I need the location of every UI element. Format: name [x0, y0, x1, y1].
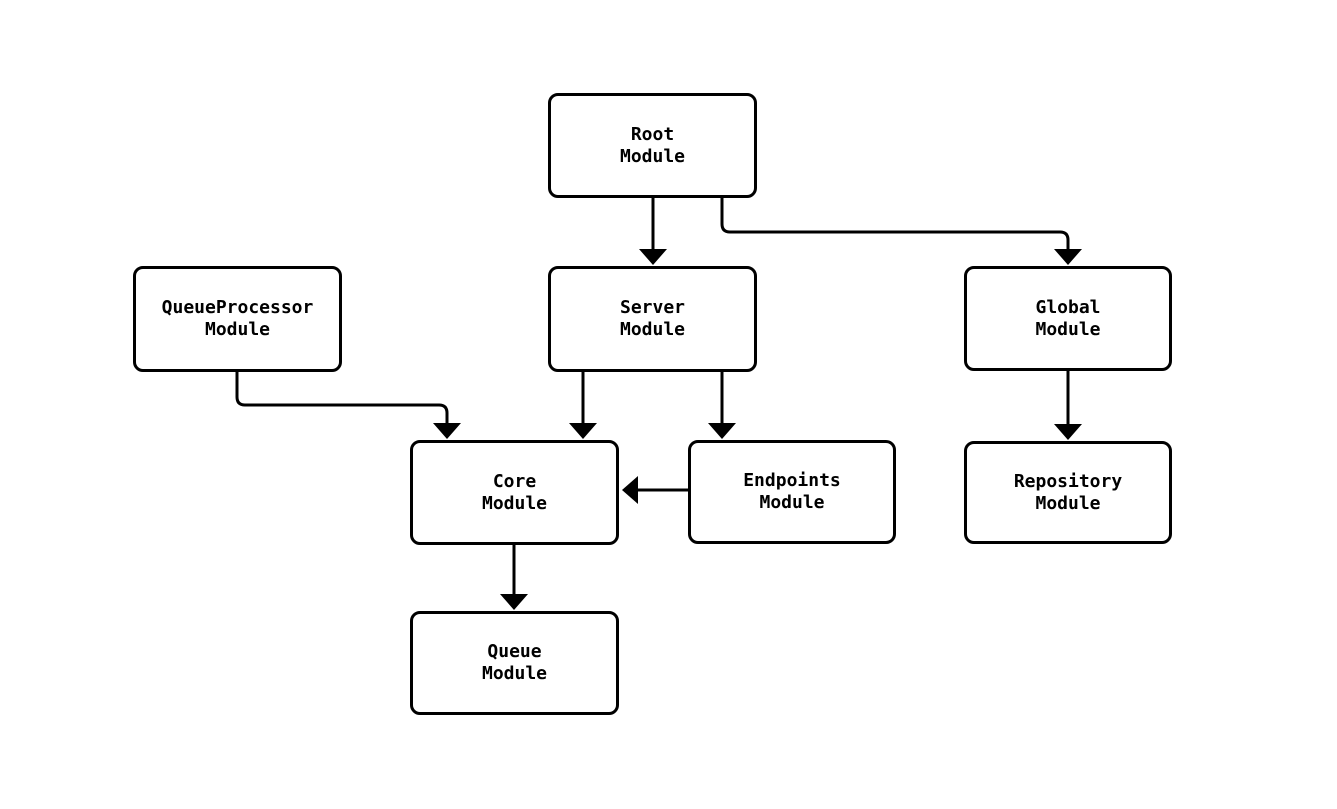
- node-label-line2: Module: [481, 663, 548, 684]
- edge-root-global: [720, 198, 1082, 265]
- node-label-line1: Endpoints: [743, 470, 841, 491]
- node-label-line1: Core: [492, 470, 537, 492]
- node-queueprocessor-module: QueueProcessor Module: [133, 266, 342, 372]
- node-label-line1: QueueProcessor: [161, 297, 314, 318]
- node-label-line2: Module: [759, 492, 825, 513]
- node-core-module: Core Module: [410, 440, 619, 545]
- edge-queueprocessor-core: [235, 372, 461, 439]
- node-label-line2: Module: [619, 145, 686, 167]
- node-label-line1: Global: [1035, 296, 1101, 318]
- node-server-module: Server Module: [548, 266, 757, 372]
- node-label-line1: Server: [619, 297, 686, 318]
- node-endpoints-module: Endpoints Module: [688, 440, 896, 544]
- node-global-module: Global Module: [964, 266, 1172, 371]
- node-queue-module: Queue Module: [410, 611, 619, 715]
- node-label-line1: Queue: [487, 641, 542, 662]
- node-repository-module: Repository Module: [964, 441, 1172, 544]
- node-label-line2: Module: [619, 319, 686, 340]
- node-label-line1: Root: [630, 123, 675, 145]
- node-label-line2: Module: [1035, 318, 1101, 340]
- node-label-line2: Module: [481, 492, 548, 514]
- node-label-line2: Module: [204, 319, 271, 340]
- node-root-module: Root Module: [548, 93, 757, 198]
- node-label-line1: Repository: [1013, 470, 1123, 492]
- node-label-line2: Module: [1035, 492, 1101, 514]
